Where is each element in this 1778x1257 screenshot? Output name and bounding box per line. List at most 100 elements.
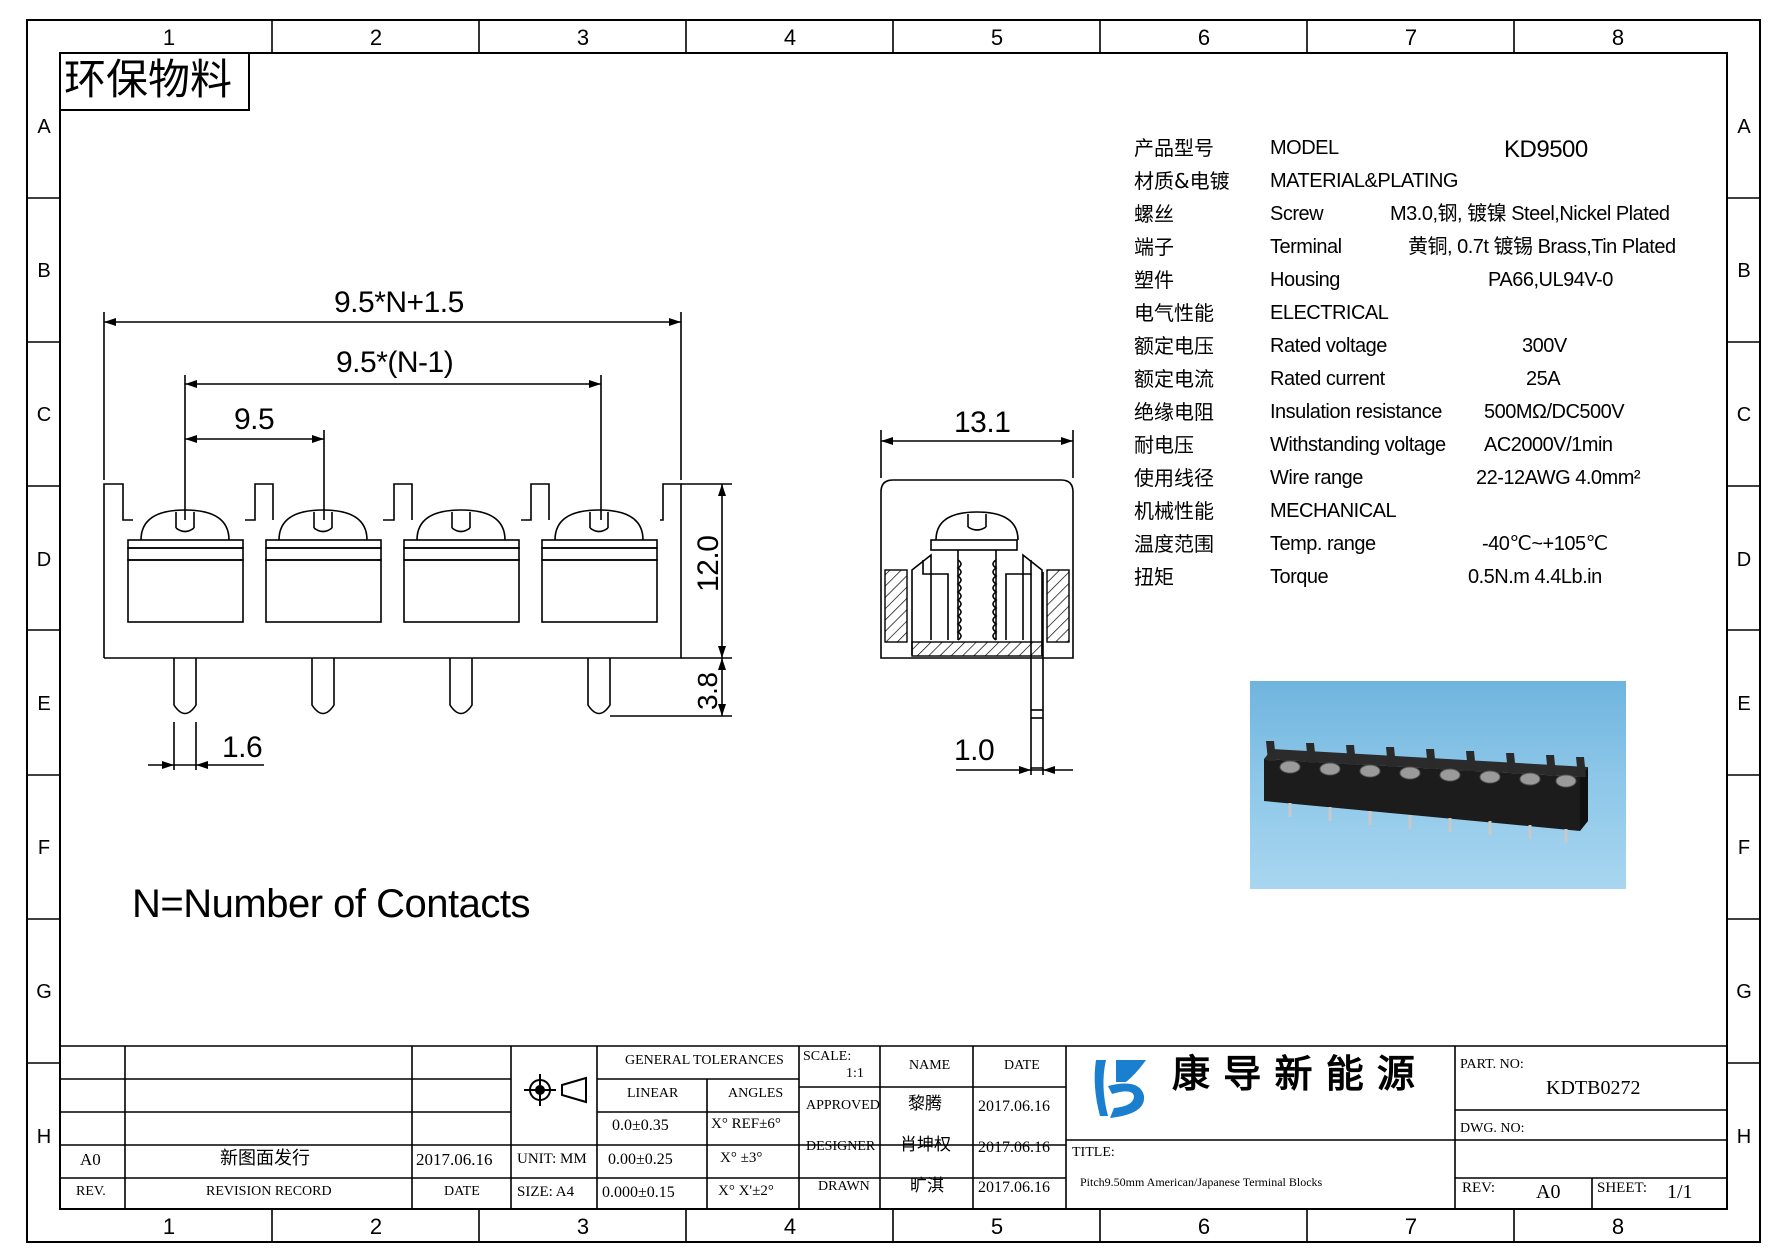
approved-name: 黎腾 <box>908 1094 942 1114</box>
column-label: 8 <box>1611 1214 1625 1239</box>
revision-record-header: REVISION RECORD <box>206 1184 332 1199</box>
angles-header: ANGLES <box>728 1086 784 1101</box>
row-label: A <box>1737 116 1751 138</box>
spec-value: 500MΩ/DC500V <box>1484 401 1625 423</box>
dim-pitch: 9.5 <box>234 403 275 436</box>
spec-cn-label: 塑件 <box>1134 268 1174 292</box>
angle-tolerance: X° ±3° <box>720 1150 763 1166</box>
column-label: 3 <box>576 1214 590 1239</box>
spec-en-label: ELECTRICAL <box>1270 302 1389 324</box>
spec-cn-label: 螺丝 <box>1134 202 1174 226</box>
spec-cn-label: 额定电压 <box>1134 334 1214 358</box>
linear-tolerance: 0.000±0.15 <box>602 1184 675 1201</box>
linear-tolerance: 0.0±0.35 <box>612 1117 669 1134</box>
row-label: B <box>37 260 51 282</box>
sheet-value: 1/1 <box>1667 1181 1693 1203</box>
terminal-block-image <box>1264 741 1588 843</box>
spec-row: 温度范围 Temp. range -40℃~+105℃ <box>1132 530 1712 563</box>
spec-cn-label: 产品型号 <box>1134 136 1214 160</box>
name-header: NAME <box>909 1058 951 1073</box>
spec-row: 额定电流 Rated current 25A <box>1132 365 1712 398</box>
row-label: C <box>1736 404 1752 426</box>
title-label: TITLE: <box>1072 1145 1115 1160</box>
dim-contact-span: 9.5*(N-1) <box>336 346 454 379</box>
dim-pin-width: 1.6 <box>222 731 263 764</box>
spec-en-label: Torque <box>1270 566 1329 588</box>
spec-row: 塑件 Housing PA66,UL94V-0 <box>1132 266 1712 299</box>
spec-table: 产品型号 MODEL KD9500 材质&电镀 MATERIAL&PLATING… <box>1132 134 1712 604</box>
spec-value: 300V <box>1522 335 1567 357</box>
row-label: E <box>37 693 51 715</box>
spec-value: PA66,UL94V-0 <box>1488 269 1613 291</box>
column-label: 6 <box>1197 1214 1211 1239</box>
spec-row: 产品型号 MODEL KD9500 <box>1132 134 1712 167</box>
column-label: 7 <box>1404 25 1418 50</box>
spec-en-label: Withstanding voltage <box>1270 434 1446 456</box>
row-label: G <box>1736 981 1752 1003</box>
angle-tolerance: X° X'±2° <box>718 1183 774 1199</box>
column-label: 4 <box>783 25 797 50</box>
spec-en-label: Wire range <box>1270 467 1363 489</box>
revision-date: 2017.06.16 <box>416 1150 493 1169</box>
spec-cn-label: 电气性能 <box>1134 301 1214 325</box>
dwg-no-label: DWG. NO: <box>1460 1121 1525 1136</box>
scale-label: SCALE: <box>803 1049 852 1064</box>
spec-cn-label: 额定电流 <box>1134 367 1214 391</box>
spec-cn-label: 温度范围 <box>1134 532 1214 556</box>
spec-value: 25A <box>1526 368 1561 390</box>
spec-row: 机械性能 MECHANICAL <box>1132 497 1712 530</box>
spec-en-label: Rated current <box>1270 368 1385 390</box>
column-label: 1 <box>162 1214 176 1239</box>
row-label: G <box>36 981 52 1003</box>
company-logo <box>1094 1060 1146 1118</box>
row-label: H <box>1736 1126 1752 1148</box>
column-label: 8 <box>1611 25 1625 50</box>
spec-value: KD9500 <box>1504 136 1588 163</box>
spec-row: 材质&电镀 MATERIAL&PLATING <box>1132 167 1712 200</box>
approved-date: 2017.06.16 <box>978 1098 1050 1115</box>
eco-material-stamp: 环保物料 <box>60 53 250 111</box>
row-label: C <box>36 404 52 426</box>
dim-overall-length: 9.5*N+1.5 <box>334 286 464 319</box>
column-label: 3 <box>576 25 590 50</box>
spec-cn-label: 材质&电镀 <box>1134 169 1230 193</box>
drawn-date: 2017.06.16 <box>978 1179 1050 1196</box>
spec-cn-label: 扭矩 <box>1134 565 1174 589</box>
spec-en-label: Temp. range <box>1270 533 1376 555</box>
spec-row: 耐电压 Withstanding voltage AC2000V/1min <box>1132 431 1712 464</box>
column-label: 5 <box>990 1214 1004 1239</box>
spec-value: M3.0,钢, 镀镍 Steel,Nickel Plated <box>1390 203 1670 225</box>
spec-cn-label: 绝缘电阻 <box>1134 400 1214 424</box>
spec-row: 电气性能 ELECTRICAL <box>1132 299 1712 332</box>
date-header: DATE <box>444 1184 480 1199</box>
spec-value: 0.5N.m 4.4Lb.in <box>1468 566 1602 588</box>
spec-cn-label: 端子 <box>1134 235 1174 259</box>
stamp-text: 环保物料 <box>64 55 233 104</box>
drawn-name: 旷淇 <box>910 1176 944 1196</box>
linear-header: LINEAR <box>627 1086 679 1101</box>
designer-name: 肖坤权 <box>900 1135 951 1155</box>
row-label: B <box>1737 260 1751 282</box>
spec-cn-label: 耐电压 <box>1134 433 1194 457</box>
revision-record: 新图面发行 <box>220 1148 310 1169</box>
part-number: KDTB0272 <box>1546 1077 1641 1099</box>
scale-value: 1:1 <box>846 1066 864 1081</box>
sheet-label: SHEET: <box>1597 1180 1648 1196</box>
dim-side-pin: 1.0 <box>954 734 995 767</box>
spec-row: 端子 Terminal 黄铜, 0.7t 镀锡 Brass,Tin Plated <box>1132 233 1712 266</box>
date-col-header: DATE <box>1004 1058 1040 1073</box>
column-label: 4 <box>783 1214 797 1239</box>
spec-value: -40℃~+105℃ <box>1482 533 1608 555</box>
column-label: 2 <box>369 25 383 50</box>
approved-label: APPROVED <box>806 1098 880 1113</box>
drawn-label: DRAWN <box>818 1179 870 1194</box>
contacts-note: N=Number of Contacts <box>132 882 530 926</box>
spec-value: 22-12AWG 4.0mm² <box>1476 467 1641 489</box>
designer-label: DESIGNER <box>806 1139 876 1154</box>
part-no-label: PART. NO: <box>1460 1057 1524 1072</box>
designer-date: 2017.06.16 <box>978 1139 1050 1156</box>
row-label: D <box>1736 549 1752 571</box>
